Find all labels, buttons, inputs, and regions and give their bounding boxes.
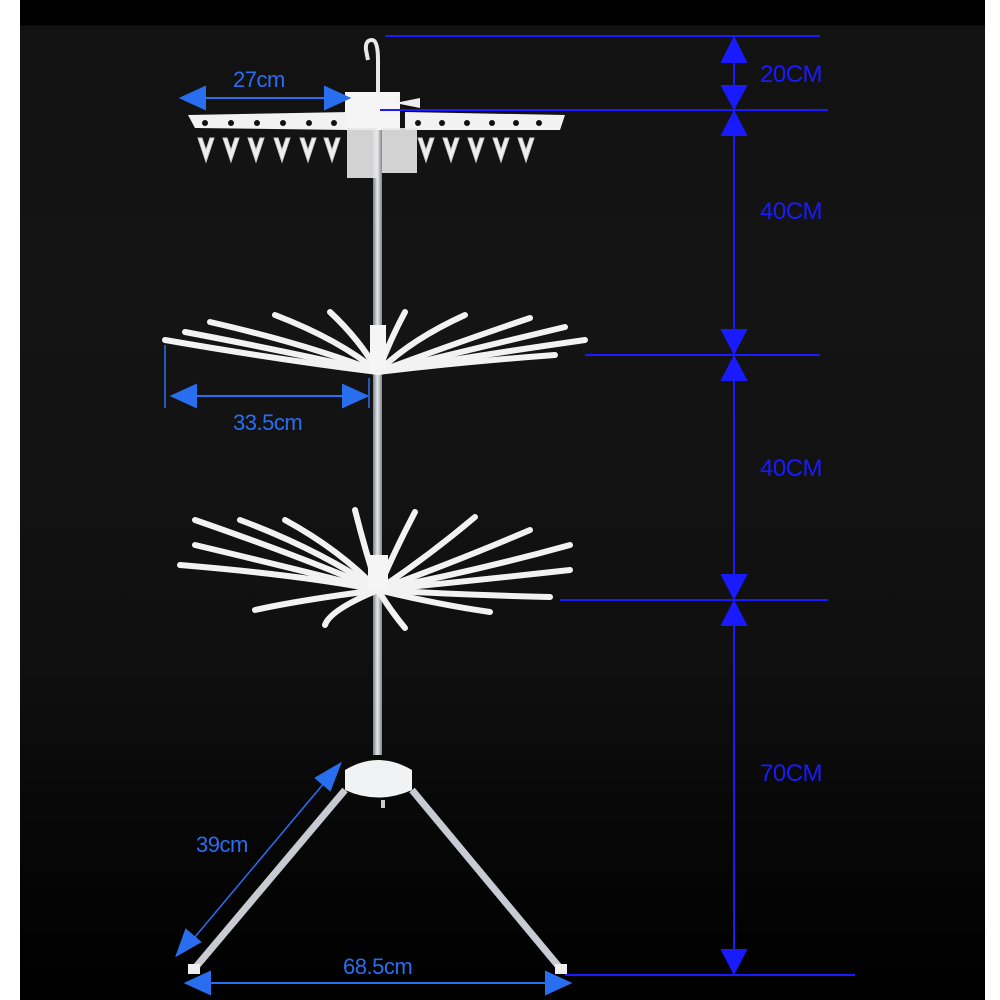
- tier1-to-tier2-label: 40CM: [760, 455, 823, 482]
- product-photo: [20, 0, 985, 1000]
- tripod-hub: [345, 760, 412, 798]
- base-span-label: 68.5cm: [343, 954, 413, 979]
- hanger-to-tier1-label: 40CM: [760, 198, 823, 225]
- peg-hanger: [188, 92, 565, 178]
- horizontal-dimension-lines: [164, 85, 573, 996]
- tripod-base: [188, 760, 567, 974]
- hook-icon: [363, 37, 380, 98]
- lower-tier-hub: [368, 555, 388, 590]
- vertical-dimension-lines: [380, 35, 855, 976]
- lower-tier: [177, 507, 573, 631]
- tier2-to-floor-label: 70CM: [760, 760, 823, 787]
- peg-hanger-width-label: 27cm: [233, 67, 285, 92]
- upper-tier-radius-label: 33.5cm: [233, 410, 303, 435]
- leg-length-label: 39cm: [196, 832, 248, 857]
- upper-tier-hub: [370, 325, 386, 370]
- hook-height-label: 20CM: [760, 61, 823, 88]
- center-pole: [373, 95, 382, 755]
